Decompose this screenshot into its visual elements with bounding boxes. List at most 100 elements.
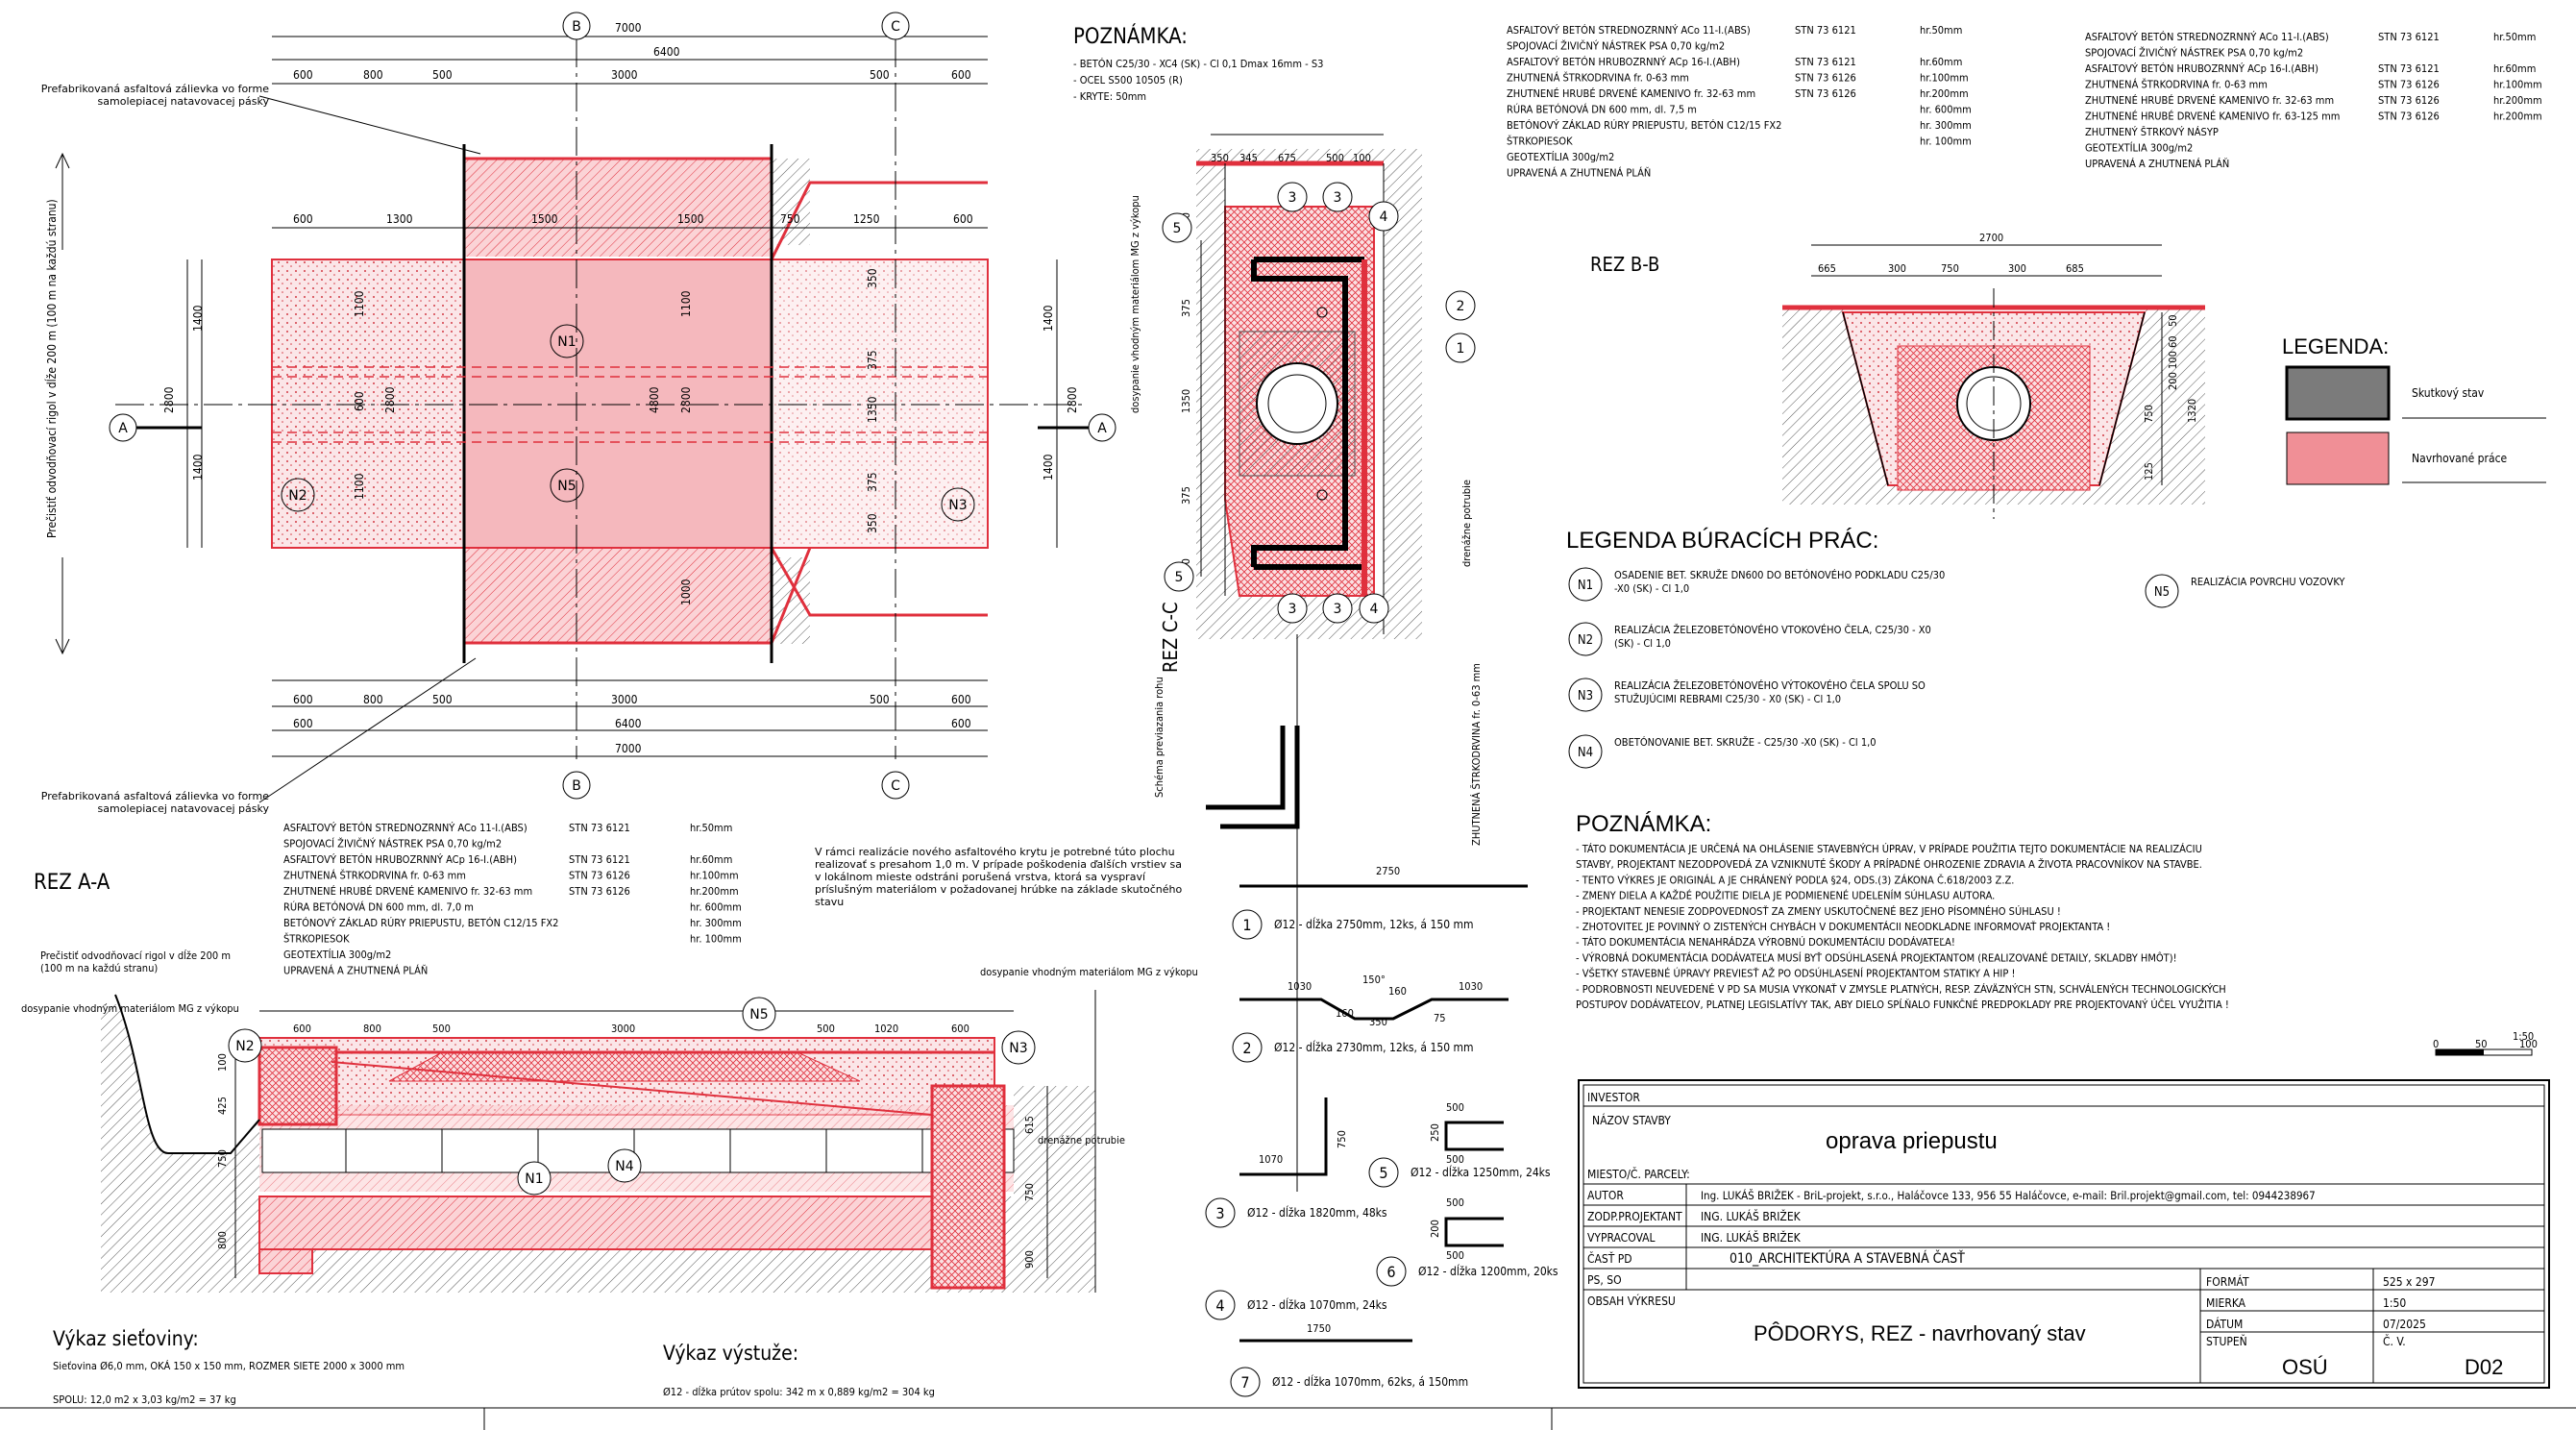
callout-circle xyxy=(1162,212,1192,243)
dim: 600 xyxy=(953,212,973,226)
main-note-line: - VÝROBNÁ DOKUMENTÁCIA DODÁVATEĽA MUSÍ B… xyxy=(1576,951,2177,964)
layer-name: GEOTEXTÍLIA 300g/m2 xyxy=(2085,142,2193,155)
demolition-item-id: N3 xyxy=(1578,689,1593,703)
layer-name: UPRAVENÁ A ZHUTNENÁ PLÁŇ xyxy=(283,965,428,977)
svg-text:ING. LUKÁŠ BRIŽEK: ING. LUKÁŠ BRIŽEK xyxy=(1701,1230,1802,1245)
svg-text:100: 100 xyxy=(216,1053,229,1072)
layer-thickness: hr.50mm xyxy=(690,822,732,834)
svg-text:0: 0 xyxy=(2433,1038,2439,1050)
svg-text:100: 100 xyxy=(2519,1038,2538,1050)
plan-side-note: Prečistiť odvodňovací rigol v dĺže 200 m… xyxy=(44,199,59,538)
dim: 4800 xyxy=(648,386,661,413)
drawing-title: PÔDORYS, REZ - navrhovaný stav xyxy=(1754,1321,2086,1345)
dim: 1250 xyxy=(853,212,880,226)
layer-name: ZHUTNENÉ HRUBÉ DRVENÉ KAMENIVO fr. 32-63… xyxy=(2085,94,2334,107)
callout-number: 1 xyxy=(1457,341,1465,357)
layer-standard: STN 73 6121 xyxy=(1795,24,1856,37)
layer-thickness: hr.60mm xyxy=(690,853,732,866)
dim: 500 xyxy=(432,68,453,82)
layer-name: ASFALTOVÝ BETÓN HRUBOZRNNÝ ACp 16-I.(ABH… xyxy=(1507,56,1740,68)
callout-number: 3 xyxy=(1334,190,1342,206)
dim: 1100 xyxy=(353,290,366,317)
rebar-description: Ø12 - dĺžka 1250mm, 24ks xyxy=(1411,1165,1551,1179)
dim: 500 xyxy=(432,693,453,706)
dim: 600 xyxy=(951,717,971,730)
rebar-number: 2 xyxy=(1242,1039,1251,1057)
layer-name: UPRAVENÁ A ZHUTNENÁ PLÁŇ xyxy=(1507,167,1651,180)
layer-name: GEOTEXTÍLIA 300g/m2 xyxy=(1507,151,1614,163)
svg-text:750: 750 xyxy=(1941,262,1959,275)
callout-number: 3 xyxy=(1288,602,1297,617)
rebar-description: Ø12 - dĺžka 2730mm, 12ks, á 150 mm xyxy=(1274,1040,1474,1054)
author: Ing. LUKÁŠ BRIŽEK - BriL-projekt, s.r.o.… xyxy=(1701,1188,2316,1202)
demolition-item-marker xyxy=(1568,678,1603,712)
layer-name: RÚRA BETÓNOVÁ DN 600 mm, dl. 7,5 m xyxy=(1507,104,1697,116)
svg-text:AUTOR: AUTOR xyxy=(1587,1189,1624,1202)
dim: 2800 xyxy=(383,386,397,413)
svg-text:200: 200 xyxy=(1429,1220,1441,1238)
rez-cc-bottom-label: ZHUTNENÁ ŠTRKODRVINA fr. 0-63 mm xyxy=(1470,663,1483,846)
rebar-description: Ø12 - dĺžka 2750mm, 12ks, á 150 mm xyxy=(1274,917,1474,931)
svg-text:300: 300 xyxy=(1888,262,1906,275)
rez-aa-label: dosypanie vhodným materiálom MG z výkopu xyxy=(980,966,1198,978)
layer-standard: STN 73 6126 xyxy=(569,885,630,898)
demolition-item-id: N4 xyxy=(1578,746,1593,760)
demolition-item-marker xyxy=(1568,567,1603,602)
svg-text:ZODP.PROJEKTANT: ZODP.PROJEKTANT xyxy=(1587,1210,1682,1223)
top-note: POZNÁMKA: - BETÓN C25/30 - XC4 (SK) - Cl… xyxy=(1073,24,1323,103)
dim: 1300 xyxy=(386,212,413,226)
layer-thickness: hr.100mm xyxy=(2493,79,2542,91)
main-note-line: - ZHOTOVITEĽ JE POVINNÝ O ZISTENÝCH CHYB… xyxy=(1576,921,2110,933)
layer-name: ZHUTNENÉ HRUBÉ DRVENÉ KAMENIVO fr. 32-63… xyxy=(283,885,532,898)
rebar-description: Ø12 - dĺžka 1200mm, 20ks xyxy=(1418,1264,1558,1278)
main-note-title: POZNÁMKA: xyxy=(1576,811,1711,837)
svg-text:2700: 2700 xyxy=(1979,232,2003,244)
dim: 1500 xyxy=(531,212,558,226)
mesh-schedule-title: Výkaz sieťoviny: xyxy=(53,1327,199,1350)
svg-text:N1: N1 xyxy=(557,334,576,350)
dim: 350 xyxy=(866,513,879,533)
main-note-line: - TENTO VÝKRES JE ORIGINÁL A JE CHRÁNENÝ… xyxy=(1576,874,2014,886)
layer-name: ZHUTNENÉ HRUBÉ DRVENÉ KAMENIVO fr. 32-63… xyxy=(1507,87,1755,100)
dim: 1350 xyxy=(866,396,879,423)
svg-text:N3: N3 xyxy=(948,498,967,513)
svg-text:N1: N1 xyxy=(525,1171,543,1187)
dim: 6400 xyxy=(615,717,642,730)
layer-thickness: hr. 600mm xyxy=(1920,104,1972,116)
dim: 1400 xyxy=(1042,454,1055,481)
layer-name: ŠTRKOPIESOK xyxy=(283,933,350,946)
section-markers: A A B B C C N1 N5 N2 N3 xyxy=(109,12,1116,800)
svg-text:INVESTOR: INVESTOR xyxy=(1587,1091,1640,1104)
dim: 1400 xyxy=(191,305,205,332)
svg-text:615: 615 xyxy=(1023,1116,1036,1134)
svg-text:N3: N3 xyxy=(1009,1041,1027,1056)
mesh-schedule-line: Sieťovina Ø6,0 mm, OKÁ 150 x 150 mm, ROZ… xyxy=(53,1360,405,1372)
callout-circle xyxy=(1277,593,1308,624)
svg-text:3000: 3000 xyxy=(611,1023,635,1035)
callout-number: 2 xyxy=(1457,299,1465,314)
svg-text:800: 800 xyxy=(216,1231,229,1249)
svg-text:750: 750 xyxy=(216,1149,229,1168)
layer-standard: STN 73 6126 xyxy=(1795,72,1856,85)
rez-bb-texts: REZ B-B 665 300 750 300 685 2700 50 60 1… xyxy=(1590,232,2198,481)
dim: 7000 xyxy=(615,742,642,755)
top-note-line: - BETÓN C25/30 - XC4 (SK) - Cl 0,1 Dmax … xyxy=(1073,58,1323,70)
svg-text:07/2025: 07/2025 xyxy=(2383,1318,2426,1331)
svg-text:250: 250 xyxy=(1429,1123,1441,1142)
demolition-item-id: N1 xyxy=(1578,579,1593,593)
rebar-number: 1 xyxy=(1242,916,1251,934)
svg-text:N5: N5 xyxy=(557,479,576,494)
rebar-marker xyxy=(1205,1197,1236,1228)
rebar-dims: 2750 1030 150° 160 1030 160 350 75 1070 … xyxy=(1259,865,1483,1335)
svg-text:NÁZOV STAVBY: NÁZOV STAVBY xyxy=(1592,1113,1671,1127)
demolition-item-id: N2 xyxy=(1578,633,1593,648)
svg-text:75: 75 xyxy=(1434,1012,1446,1024)
dim: 500 xyxy=(870,693,890,706)
callout-circle xyxy=(1277,182,1308,212)
dim: 750 xyxy=(780,212,800,226)
layer-standard: STN 73 6126 xyxy=(2378,94,2440,107)
legend-label-existing: Skutkový stav xyxy=(2412,386,2485,400)
dim: 2800 xyxy=(1066,386,1079,413)
callout-circle xyxy=(1445,290,1476,321)
